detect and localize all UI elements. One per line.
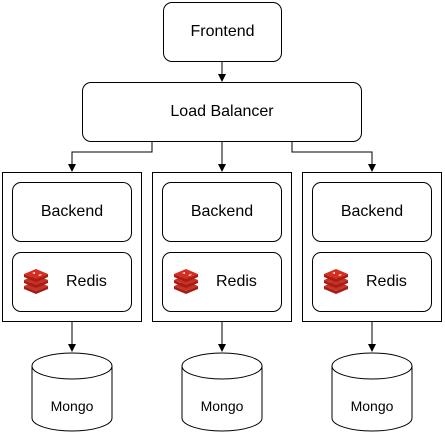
redis-node: Redis [12, 252, 132, 312]
redis-icon [24, 269, 48, 294]
service-group-2: Backend Redis [152, 172, 292, 322]
mongo-database-3: Mongo [331, 352, 413, 432]
redis-label: Redis [216, 273, 257, 290]
redis-icon [174, 269, 198, 294]
mongo-label: Mongo [200, 398, 244, 414]
frontend-node: Frontend [163, 2, 282, 62]
mongo-database-2: Mongo [181, 352, 263, 432]
load-balancer-node: Load Balancer [82, 82, 362, 142]
redis-icon [324, 269, 348, 294]
backend-node: Backend [12, 182, 132, 242]
mongo-label: Mongo [50, 398, 94, 414]
backend-node: Backend [162, 182, 282, 242]
service-group-3: Backend Redis [302, 172, 442, 322]
arrow-lb-to-service-1 [68, 142, 153, 172]
database-cylinder-icon [31, 352, 113, 432]
backend-label: Backend [190, 203, 254, 220]
service-group-1: Backend Redis [2, 172, 142, 322]
mongo-label: Mongo [350, 398, 394, 414]
database-cylinder-icon [181, 352, 263, 432]
redis-node: Redis [312, 252, 432, 312]
redis-label: Redis [66, 273, 107, 290]
backend-node: Backend [312, 182, 432, 242]
redis-node: Redis [162, 252, 282, 312]
redis-label: Redis [366, 273, 407, 290]
arrow-lb-to-service-3 [291, 142, 376, 172]
backend-label: Backend [40, 203, 104, 220]
mongo-database-1: Mongo [31, 352, 113, 432]
database-cylinder-icon [331, 352, 413, 432]
load-balancer-label: Load Balancer [170, 103, 274, 120]
frontend-label: Frontend [190, 23, 255, 40]
backend-label: Backend [340, 203, 404, 220]
